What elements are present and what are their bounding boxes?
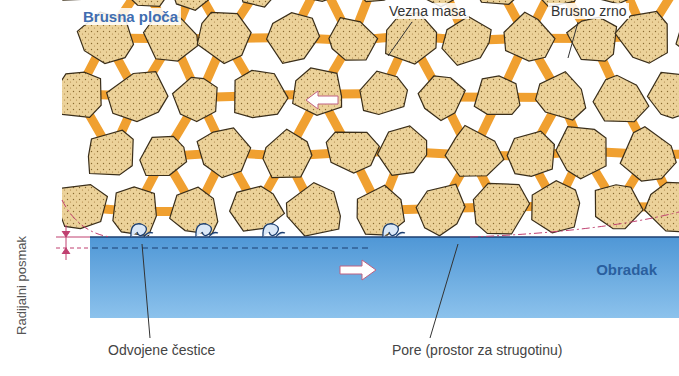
abrasive-grain bbox=[197, 128, 251, 178]
abrasive-grain bbox=[615, 11, 667, 63]
abrasive-grain bbox=[567, 17, 617, 61]
abrasive-grain bbox=[267, 13, 320, 64]
abrasive-grain bbox=[532, 181, 580, 233]
abrasive-grain bbox=[88, 130, 133, 175]
abrasive-grain bbox=[52, 0, 105, 1]
abrasive-grain bbox=[645, 182, 679, 232]
chip-curl bbox=[263, 224, 285, 237]
abrasive-grain bbox=[416, 184, 465, 236]
abrasive-grain bbox=[504, 12, 555, 61]
workpiece-label: Obradak bbox=[596, 261, 657, 278]
abrasive-grain bbox=[536, 72, 586, 120]
abrasive-grain bbox=[239, 0, 282, 7]
radial-feed-marker bbox=[56, 225, 90, 260]
abrasive-grain bbox=[474, 76, 520, 114]
abrasive-grain bbox=[230, 186, 285, 231]
abrasive-grain bbox=[360, 71, 408, 114]
wheel-contour bbox=[62, 200, 110, 237]
abrasive-grain bbox=[507, 131, 554, 176]
abrasive-grain bbox=[473, 183, 529, 234]
abrasive-grain bbox=[55, 185, 108, 229]
part-label: Odvojene čestice bbox=[108, 342, 215, 358]
part-label: Vezna masa bbox=[386, 3, 469, 19]
abrasive-grain bbox=[386, 13, 437, 64]
abrasive-grain bbox=[418, 76, 465, 121]
abrasive-grain bbox=[235, 70, 288, 117]
abrasive-grain bbox=[107, 72, 168, 122]
chip-curl bbox=[131, 224, 153, 237]
chip-curl bbox=[383, 224, 405, 237]
leader-line bbox=[142, 22, 578, 338]
wheel-title: Brusna ploča bbox=[80, 8, 181, 25]
abrasive-grain bbox=[378, 126, 427, 175]
rotation-arrow bbox=[306, 91, 338, 109]
abrasive-grain bbox=[595, 185, 643, 229]
abrasive-grain bbox=[593, 75, 649, 121]
abrasive-grain bbox=[286, 183, 340, 236]
abrasive-grain bbox=[50, 72, 101, 117]
part-label: Pore (prostor za strugotinu) bbox=[392, 342, 562, 358]
abrasive-grain bbox=[197, 12, 251, 63]
abrasive-grain bbox=[140, 136, 187, 175]
abrasive-grain bbox=[173, 77, 218, 121]
abrasive-grain bbox=[297, 0, 348, 1]
abrasive-grain bbox=[620, 127, 676, 181]
abrasive-grain bbox=[329, 18, 378, 61]
abrasive-grain bbox=[676, 12, 679, 59]
abrasive-grain bbox=[442, 16, 491, 65]
wheel-contour bbox=[470, 212, 679, 237]
workpiece: Obradak bbox=[90, 237, 679, 318]
abrasive-grain bbox=[293, 68, 342, 115]
abrasive-grain bbox=[345, 0, 401, 2]
abrasive-grain bbox=[473, 0, 521, 4]
part-label: Radijalni posmak bbox=[15, 235, 30, 335]
workpiece-band bbox=[90, 237, 679, 318]
feed-arrow bbox=[340, 260, 376, 280]
abrasive-grain bbox=[556, 127, 606, 179]
abrasive-grain bbox=[326, 132, 379, 173]
chip-curl bbox=[196, 224, 218, 237]
abrasive-grain bbox=[445, 125, 504, 176]
abrasive-grain bbox=[263, 129, 312, 178]
abrasive-grain bbox=[647, 72, 679, 118]
abrasive-grain bbox=[114, 0, 171, 6]
part-label: Brusno zrno bbox=[548, 3, 629, 19]
